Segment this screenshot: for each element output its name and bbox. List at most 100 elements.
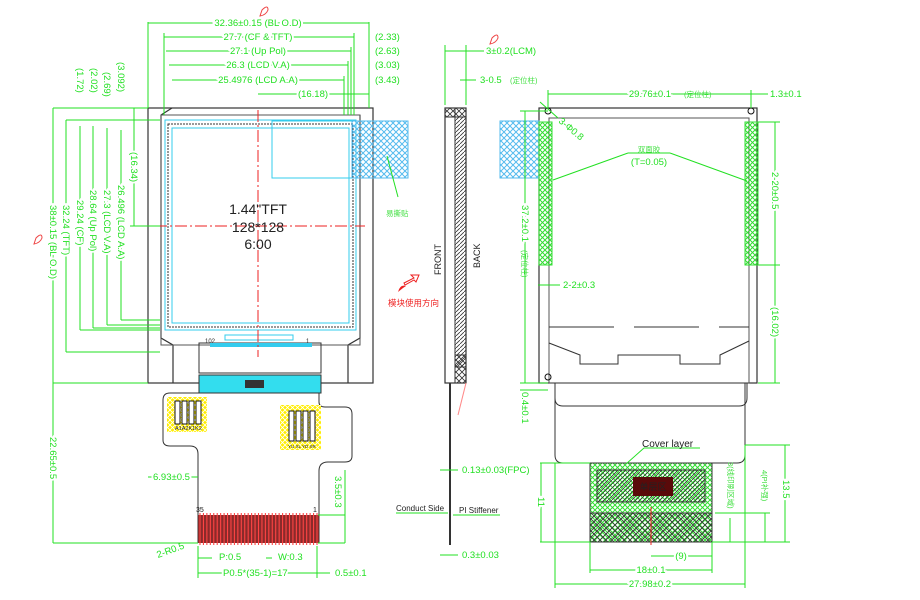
pad-label-1: 1	[306, 339, 310, 345]
single-layer-box	[633, 477, 673, 496]
glue-tape-right	[744, 121, 759, 266]
led-pad-labels: A1A2K1K2	[175, 426, 202, 432]
orientation-hook-icon	[398, 285, 406, 292]
tape-thickness: (T=0.05)	[631, 157, 667, 168]
revision-mark-icon	[259, 6, 269, 17]
easy-peel-label: 易撕贴	[386, 208, 409, 218]
dim-bl-height: 38±0.15 (BL O.D)	[47, 205, 58, 279]
dim-va-width: 26.3 (LCD V.A)	[226, 60, 290, 71]
dim-pitch-total: P0.5*(35-1)=17	[223, 568, 288, 579]
dim-offset-2-33: (2.33)	[375, 32, 400, 43]
side-view: FRONT BACK 3±0.2(LCM) 3-0.5 (定位柱) 0.13±0…	[396, 34, 538, 561]
locating-hole	[544, 373, 552, 381]
view-area	[167, 123, 354, 328]
dim-offset-3-03: (3.03)	[375, 60, 400, 71]
dim-edge: 1.3±0.1	[770, 89, 802, 100]
back-fpc-top	[554, 383, 748, 407]
side-bottom-block	[454, 354, 467, 384]
polarizer-outline	[164, 119, 357, 331]
dim-3: 3(线印刷区域)	[726, 462, 736, 509]
dim-offset-2-63: (2.63)	[375, 46, 400, 57]
peel-leader	[386, 155, 399, 198]
dim-27-98: 27.98±0.2	[629, 579, 671, 590]
ic-bond-area	[198, 342, 322, 374]
front-view: 102 1 1.44"TFT 128*128 6:00 易撕贴 模块使用方向 A…	[147, 107, 439, 545]
dim-stiffener-thickness: 0.3±0.03	[462, 550, 499, 561]
dim-pin: 3-0.5	[480, 75, 502, 86]
back-label: BACK	[472, 243, 482, 268]
dim-tape-width: 2-2±0.3	[563, 280, 595, 291]
front-label: FRONT	[433, 244, 443, 275]
ic-pad-strip	[210, 343, 312, 347]
dim-4: 4(PI补强)	[760, 470, 770, 502]
dim-half-width: (16.18)	[298, 89, 328, 100]
dim-offset-3-43: (3.43)	[375, 75, 400, 86]
back-view: 单层区 29.76±0.1 (定位柱) 1.3±0.1 3-Φ0.8 双面胶 (…	[499, 87, 802, 592]
title-resolution: 128*128	[232, 219, 284, 235]
dim-cf-width: 27.7 (CF & TFT)	[224, 32, 293, 43]
dim-corner-radius: 2-R0.5	[155, 541, 186, 561]
title-view-direction: 6:00	[244, 236, 271, 252]
single-layer-label: 单层区	[639, 481, 666, 492]
back-peel-tape	[499, 120, 540, 179]
dim-finger-width: W:0.3	[278, 552, 303, 563]
side-backlight	[454, 116, 467, 368]
dim-bl-width: 32.36±0.15 (BL O.D)	[214, 18, 301, 29]
height-note: (定位柱)	[520, 250, 530, 278]
dim-offset-3-092: (3.092)	[115, 62, 126, 92]
dim-aa-height: 26.496 (LCD A.A)	[115, 185, 126, 259]
dim-cf-height: 29.24 (CF)	[74, 200, 85, 245]
dim-pin-span: 29.76±0.1	[629, 89, 671, 100]
tape-label: 双面胶	[638, 144, 661, 154]
dim-11: 11	[535, 497, 546, 507]
ic-outline	[224, 334, 294, 341]
dim-fpc-length: 22.65±0.5	[47, 437, 58, 479]
front-dimensions: 32.36±0.15 (BL O.D) 27.7 (CF & TFT) 27.1…	[33, 6, 400, 581]
dim-18: 18±0.1	[637, 565, 666, 576]
pin-last-label: 1	[313, 507, 317, 514]
orientation-arrow-icon	[403, 274, 420, 286]
dim-half-height: (16.34)	[128, 152, 139, 182]
back-recess	[548, 340, 750, 365]
easy-peel-tape	[351, 120, 409, 179]
pin-span-note: (定位柱)	[684, 89, 712, 99]
pin-note: (定位柱)	[510, 75, 538, 85]
dim-fpc-thickness: 0.13±0.03(FPC)	[462, 465, 530, 476]
dim-lower: (16.02)	[769, 307, 780, 337]
dim-finger-height: 3.5±0.3	[332, 476, 343, 508]
dim-va-height: 27.3 (LCD V.A)	[101, 190, 112, 254]
pi-stiffener-label: PI Stiffener	[459, 506, 499, 515]
conduct-side-label: Conduct Side	[396, 504, 445, 513]
fpc-outline	[162, 392, 353, 543]
dim-tape-length: 2-20±0.5	[769, 172, 780, 209]
cover-layer-label: Cover layer	[642, 439, 694, 450]
dim-pitch: P:0.5	[219, 552, 241, 563]
pin-first-label: 35	[196, 507, 204, 514]
dim-aa-width: 25.4976 (LCD A.A)	[218, 75, 298, 86]
dim-hole: 3-Φ0.8	[556, 116, 585, 143]
dim-offset-1-72: (1.72)	[74, 68, 85, 93]
dim-lcm-thickness: 3±0.2(LCM)	[486, 46, 536, 57]
dim-pol-height: 28.64 (Up Pol)	[87, 190, 98, 251]
dim-9: (9)	[675, 551, 687, 562]
locating-hole	[747, 107, 755, 115]
dim-fpc-offset: 6.93±0.5	[153, 472, 190, 483]
pad-label-102: 102	[205, 339, 216, 345]
title-size: 1.44"TFT	[229, 201, 287, 217]
fpc-chip	[245, 380, 264, 388]
dim-tft-height: 32.24 (TFT)	[60, 205, 71, 255]
touch-pad-labels: YU XL YD XR	[288, 444, 317, 449]
dim-offset-2-02: (2.02)	[88, 68, 99, 93]
dim-bottom-offset: 0.4±0.1	[519, 392, 530, 424]
finger-lines	[199, 513, 318, 545]
revision-mark-icon	[33, 234, 43, 245]
dim-back-height: 37.2±0.1	[519, 205, 530, 242]
dim-offset-2-69: (2.69)	[101, 72, 112, 97]
dim-finger-edge: 0.5±0.1	[335, 568, 367, 579]
peel-tab-outline	[271, 120, 353, 179]
revision-mark-icon	[489, 34, 499, 45]
orientation-label: 模块使用方向	[388, 298, 439, 308]
glue-tape-left	[538, 121, 553, 266]
